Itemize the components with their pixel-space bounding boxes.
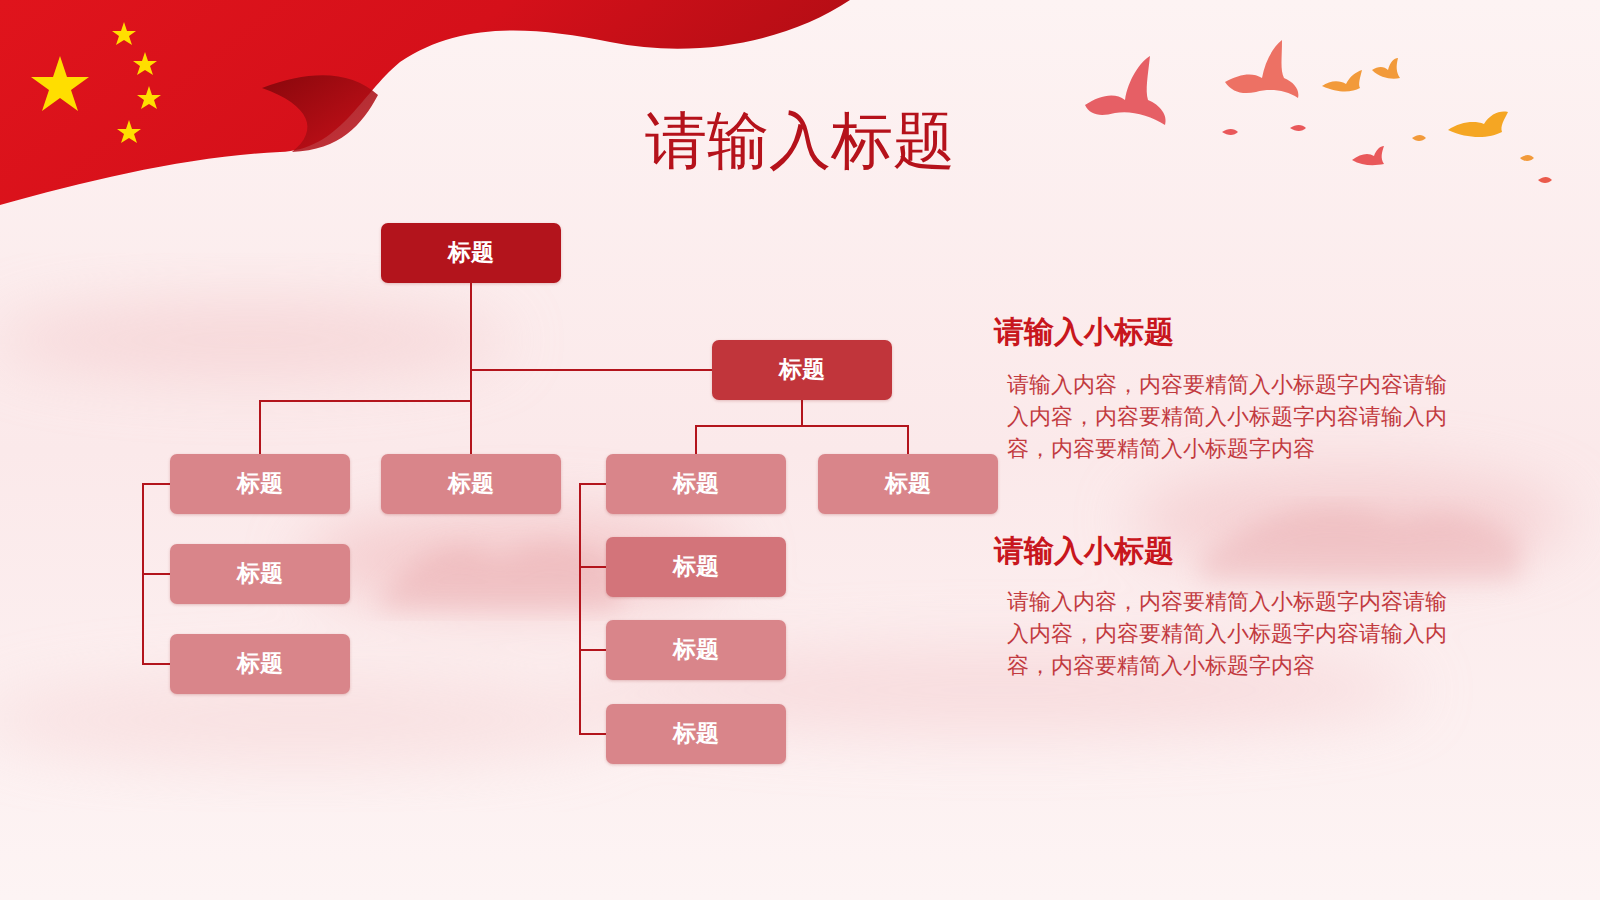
title-box: 标题 [818,454,998,514]
subheading: 请输入小标题 [994,314,1174,350]
tree-connector [580,484,606,650]
box-label: 标题 [885,470,931,498]
subheading: 请输入小标题 [994,533,1174,569]
box-label: 标题 [673,720,719,748]
box-label: 标题 [673,553,719,581]
box-label: 标题 [448,470,494,498]
page-title: 请输入标题 [450,104,1150,178]
tree-connector [143,484,170,574]
title-box: 标题 [606,704,786,764]
tree-connector [471,283,712,370]
body-text: 请输入内容，内容要精简入小标题字内容请输入内容，内容要精简入小标题字内容请输入内… [1007,586,1455,682]
box-label: 标题 [237,650,283,678]
tree-connector [470,283,472,454]
title-box: 标题 [170,544,350,604]
box-label: 标题 [673,470,719,498]
box-label: 标题 [448,239,494,267]
birds [1085,40,1552,183]
title-box: 标题 [381,454,561,514]
box-label: 标题 [779,356,825,384]
title-box: 标题 [606,537,786,597]
tree-connector [260,283,471,454]
mist [0,300,1570,765]
tree-connector [802,400,908,454]
title-box: 标题 [170,454,350,514]
root-box: 标题 [381,223,561,283]
tree-connector [143,484,170,664]
box-label: 标题 [237,470,283,498]
title-box: 标题 [712,340,892,400]
body-text: 请输入内容，内容要精简入小标题字内容请输入内容，内容要精简入小标题字内容请输入内… [1007,369,1455,465]
title-box: 标题 [606,454,786,514]
box-label: 标题 [673,636,719,664]
tree-connector [696,400,802,454]
tree-connector [580,484,606,567]
title-box: 标题 [606,620,786,680]
box-label: 标题 [237,560,283,588]
tree-connector [580,484,606,734]
title-box: 标题 [170,634,350,694]
